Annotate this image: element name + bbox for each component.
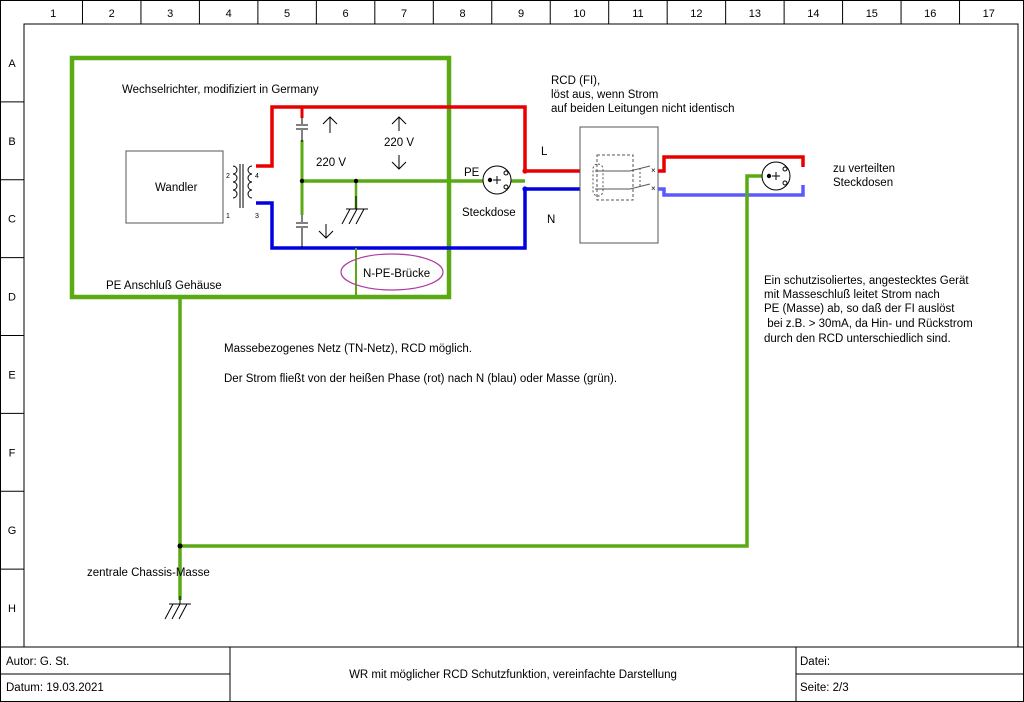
row-letter: B	[8, 136, 15, 148]
pe-housing-label: PE Anschluß Gehäuse	[106, 280, 222, 292]
column-number: 14	[807, 8, 819, 20]
row-letter: A	[8, 58, 16, 70]
column-number: 7	[401, 8, 407, 20]
column-number: 15	[866, 8, 878, 20]
inverter-housing	[69, 55, 452, 300]
column-number: 2	[109, 8, 115, 20]
junction-dot	[353, 178, 359, 184]
column-number: 4	[226, 8, 232, 20]
ground-wire-outlet	[180, 174, 762, 548]
arrow-down-icon	[391, 155, 407, 170]
row-letter: C	[8, 214, 16, 226]
column-number: 5	[284, 8, 290, 20]
rcd-note-line: auf beiden Leitungen nicht identisch	[551, 103, 735, 115]
line-l-label: L	[541, 146, 548, 158]
column-number: 8	[459, 8, 465, 20]
converter-box	[125, 150, 224, 224]
neutral-wire-inverter	[256, 187, 587, 250]
date-field: Datum: 19.03.2021	[6, 682, 104, 694]
junction-dot	[522, 168, 528, 174]
line-n-label: N	[547, 214, 555, 226]
capacitor-bottom	[296, 215, 308, 248]
network-note-2: Der Strom fließt von der heißen Phase (r…	[224, 373, 617, 385]
phase-wire-outlet	[658, 155, 805, 173]
column-number: 9	[518, 8, 524, 20]
column-number: 13	[749, 8, 761, 20]
fault-note-line: bei z.B. > 30mA, da Hin- und Rückstrom	[764, 318, 973, 330]
title-block	[0, 646, 1024, 702]
converter-label: Wandler	[155, 182, 198, 194]
transformer-pin-4: 4	[255, 173, 259, 180]
row-letter: E	[8, 369, 15, 381]
row-letter: H	[8, 603, 16, 615]
column-number: 3	[167, 8, 173, 20]
column-number: 16	[924, 8, 936, 20]
file-field: Datei:	[800, 656, 830, 668]
voltage-label-right: 220 V	[384, 137, 414, 149]
chassis-ground-icon	[164, 596, 191, 620]
outlets-note-line: zu verteilten	[833, 163, 895, 175]
transformer-pin-1: 1	[226, 213, 230, 220]
socket-label: Steckdose	[462, 207, 516, 219]
junction-dot	[299, 178, 305, 184]
rcd-note-line: löst aus, wenn Strom	[551, 89, 658, 101]
pe-label: PE	[464, 167, 480, 179]
row-letter: D	[8, 292, 16, 304]
n-pe-bridge-highlight	[340, 253, 444, 291]
inverter-title: Wechselrichter, modifiziert in Germany	[122, 84, 319, 96]
rcd-contact-mark: ×	[651, 166, 656, 175]
fault-note-line: durch den RCD unterschiedlich sind.	[764, 333, 951, 345]
row-letter: G	[8, 525, 17, 537]
rcd-internals	[592, 154, 651, 201]
n-pe-bridge-label: N-PE-Brücke	[363, 268, 430, 280]
chassis-ground-label: zentrale Chassis-Masse	[87, 567, 210, 579]
fault-note-line: PE (Masse) ab, so daß der FI auslöst	[764, 303, 955, 315]
arrow-down-icon	[318, 224, 334, 239]
arrow-up-icon	[391, 116, 407, 131]
voltage-label-left: 220 V	[316, 157, 346, 169]
junction-dot	[522, 186, 528, 192]
neutral-wire-outlet	[658, 185, 805, 197]
column-number: 17	[983, 8, 995, 20]
outlets-note-line: Steckdosen	[833, 177, 893, 189]
arrow-up-icon	[322, 116, 338, 133]
outlet-socket-icon	[761, 161, 791, 191]
junction-dot	[177, 543, 183, 549]
column-number: 10	[573, 8, 585, 20]
column-number: 12	[690, 8, 702, 20]
transformer-pin-2: 2	[226, 173, 230, 180]
author-field: Autor: G. St.	[6, 656, 69, 668]
page-field: Seite: 2/3	[800, 682, 849, 694]
rcd-contact-mark: ×	[651, 184, 656, 193]
row-ruler: A B C D E F G H	[0, 58, 24, 615]
ground-symbol-inverter	[341, 196, 368, 225]
column-number: 1	[50, 8, 56, 20]
column-number: 11	[632, 8, 643, 20]
drawing-title: WR mit möglicher RCD Schutzfunktion, ver…	[349, 669, 677, 681]
fault-note-line: mit Masseschluß leitet Strom nach	[764, 289, 940, 301]
fault-note-line: Ein schutzisoliertes, angestecktes Gerät	[764, 275, 969, 287]
network-note-1: Massebezogenes Netz (TN-Netz), RCD mögli…	[224, 343, 472, 355]
transformer-symbol	[232, 164, 253, 208]
column-number: 6	[343, 8, 349, 20]
rcd-note-line: RCD (FI),	[551, 75, 600, 87]
inverter-socket-icon	[482, 165, 512, 195]
transformer-pin-3: 3	[255, 213, 259, 220]
row-letter: F	[9, 447, 16, 459]
phase-wire-inverter	[256, 105, 587, 173]
